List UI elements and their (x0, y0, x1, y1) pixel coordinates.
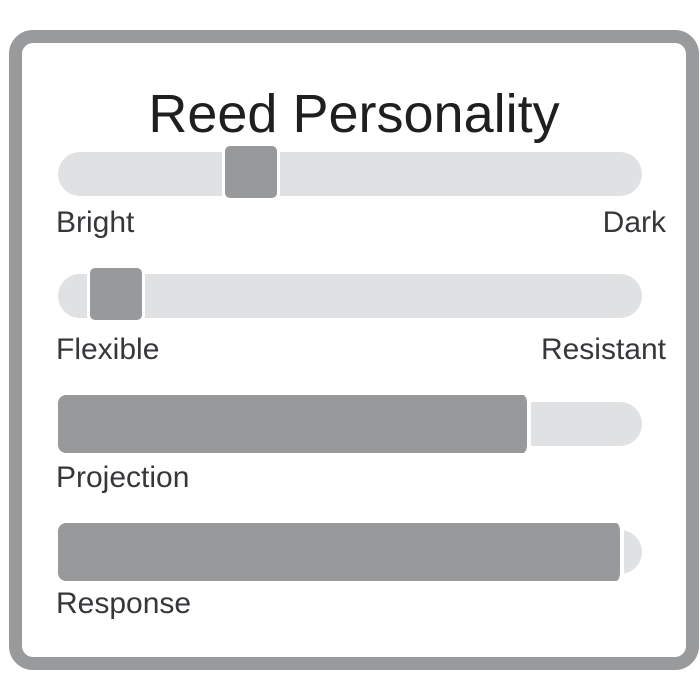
slider-min-label-flexible: Flexible (56, 333, 160, 366)
slider-max-label-resistant: Resistant (540, 333, 666, 366)
card-title: Reed Personality (148, 84, 560, 144)
flexible-resistant-slider-track[interactable] (58, 265, 642, 323)
projection-label: Projection (56, 461, 190, 494)
response-bar-track (58, 523, 642, 581)
slider-max-label-dark: Dark (602, 206, 666, 239)
projection-bar-track (58, 395, 642, 453)
flexible-resistant-slider-handle[interactable] (87, 265, 146, 323)
slider-min-label-bright: Bright (56, 206, 135, 239)
projection-bar-fill (58, 395, 532, 453)
response-bar-fill (58, 523, 625, 581)
bright-dark-slider-track[interactable] (58, 143, 642, 201)
reed-personality-card: Reed Personality Bright Dark Flexible Re… (9, 30, 699, 670)
bright-dark-slider-handle[interactable] (221, 143, 280, 201)
response-label: Response (56, 587, 192, 620)
